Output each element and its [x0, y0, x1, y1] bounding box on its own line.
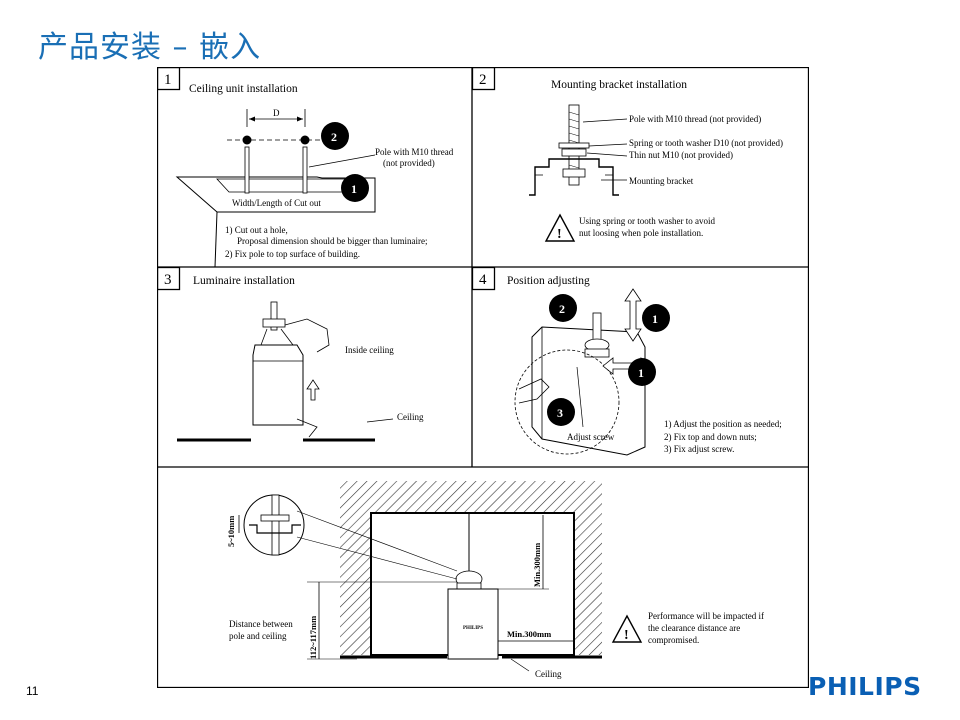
warning-icon	[611, 614, 643, 643]
svg-text:Width/Length of Cut out: Width/Length of Cut out	[232, 198, 321, 208]
svg-text:1) Cut out a hole,: 1) Cut out a hole,	[225, 225, 288, 235]
panel3-number: 3	[164, 272, 172, 288]
svg-text:2: 2	[559, 302, 565, 316]
svg-text:Using spring or tooth washer t: Using spring or tooth washer to avoid	[579, 216, 715, 226]
svg-text:Distance between: Distance between	[229, 619, 293, 629]
svg-text:Adjust screw: Adjust screw	[567, 432, 615, 442]
panel-mounting-bracket-installation: 2 Mounting bracket installation Pole wit…	[471, 67, 783, 242]
svg-text:Ceiling: Ceiling	[535, 669, 562, 679]
svg-text:!: !	[557, 227, 562, 242]
svg-text:Proposal dimension should be b: Proposal dimension should be bigger than…	[237, 236, 427, 246]
svg-text:112~117mm: 112~117mm	[308, 616, 318, 659]
panel-clearance-dimensions: PHILIPS 5~10mm Min.300mm Min.300mm 112~1…	[226, 481, 764, 679]
step-badge-1	[628, 358, 656, 386]
panel-position-adjusting: 4 Position adjusting 2 1 1 3 Adjust scre…	[471, 266, 782, 456]
panel-ceiling-unit-installation: 1 Ceiling unit installation D 2 Pole wit…	[157, 67, 454, 268]
step-badge-1	[642, 304, 670, 332]
svg-text:1: 1	[638, 366, 644, 380]
svg-text:5~10mm: 5~10mm	[226, 516, 236, 547]
svg-text:Ceiling: Ceiling	[397, 412, 424, 422]
panel1-title: Ceiling unit installation	[189, 83, 298, 95]
step-badge-2	[549, 294, 577, 322]
installation-diagram: 1 Ceiling unit installation D 2 Pole wit…	[157, 67, 809, 688]
slide-title: 产品安装 – 嵌入	[38, 30, 262, 65]
svg-text:Min.300mm: Min.300mm	[507, 629, 551, 639]
svg-text:3: 3	[557, 406, 563, 420]
step-badge-3	[547, 398, 575, 426]
panel2-number: 2	[479, 72, 487, 88]
svg-text:1) Adjust the position as nee: 1) Adjust the position as needed;	[664, 419, 782, 429]
warning-icon	[544, 213, 576, 242]
svg-text:Thin nut M10 (not provided): Thin nut M10 (not provided)	[629, 150, 733, 160]
svg-text:Min.300mm: Min.300mm	[532, 543, 542, 587]
svg-text:Pole with M10 thread (not prov: Pole with M10 thread (not provided)	[629, 114, 761, 124]
panel1-number: 1	[164, 72, 172, 88]
svg-text:Inside ceiling: Inside ceiling	[345, 345, 394, 355]
svg-text:compromised.: compromised.	[648, 635, 699, 645]
panel3-title: Luminaire installation	[193, 275, 295, 287]
svg-text:(not provided): (not provided)	[383, 158, 435, 168]
panel2-title: Mounting bracket installation	[551, 79, 687, 91]
panel4-number: 4	[479, 272, 487, 288]
svg-text:nut loosing when pole installa: nut loosing when pole installation.	[579, 228, 703, 238]
svg-text:the clearance distance are: the clearance distance are	[648, 623, 740, 633]
svg-text:Mounting bracket: Mounting bracket	[629, 176, 694, 186]
philips-logo: PHILIPS	[808, 672, 922, 701]
svg-text:2) Fix top and down nuts;: 2) Fix top and down nuts;	[664, 432, 757, 442]
page-number: 11	[26, 684, 39, 698]
svg-text:2: 2	[331, 130, 337, 144]
svg-text:Pole with M10 thread: Pole with M10 thread	[375, 147, 454, 157]
panel4-title: Position adjusting	[507, 275, 590, 287]
svg-text:1: 1	[652, 312, 658, 326]
svg-text:Spring or tooth washer D10 (no: Spring or tooth washer D10 (not provided…	[629, 138, 783, 148]
svg-text:PHILIPS: PHILIPS	[463, 626, 483, 631]
step-badge-2	[321, 122, 349, 150]
panel-luminaire-installation: 3 Luminaire installation Inside ceiling …	[157, 266, 424, 442]
svg-text:1: 1	[351, 182, 357, 196]
svg-text:2) Fix pole to top surface of: 2) Fix pole to top surface of building.	[225, 249, 360, 259]
svg-text:pole and ceiling: pole and ceiling	[229, 631, 287, 641]
step-badge-1	[341, 174, 369, 202]
svg-text:!: !	[624, 628, 629, 643]
dimension-d-label: D	[273, 108, 280, 118]
svg-text:3) Fix adjust screw.: 3) Fix adjust screw.	[664, 444, 734, 454]
svg-text:Performance will be impacted i: Performance will be impacted if	[648, 611, 764, 621]
